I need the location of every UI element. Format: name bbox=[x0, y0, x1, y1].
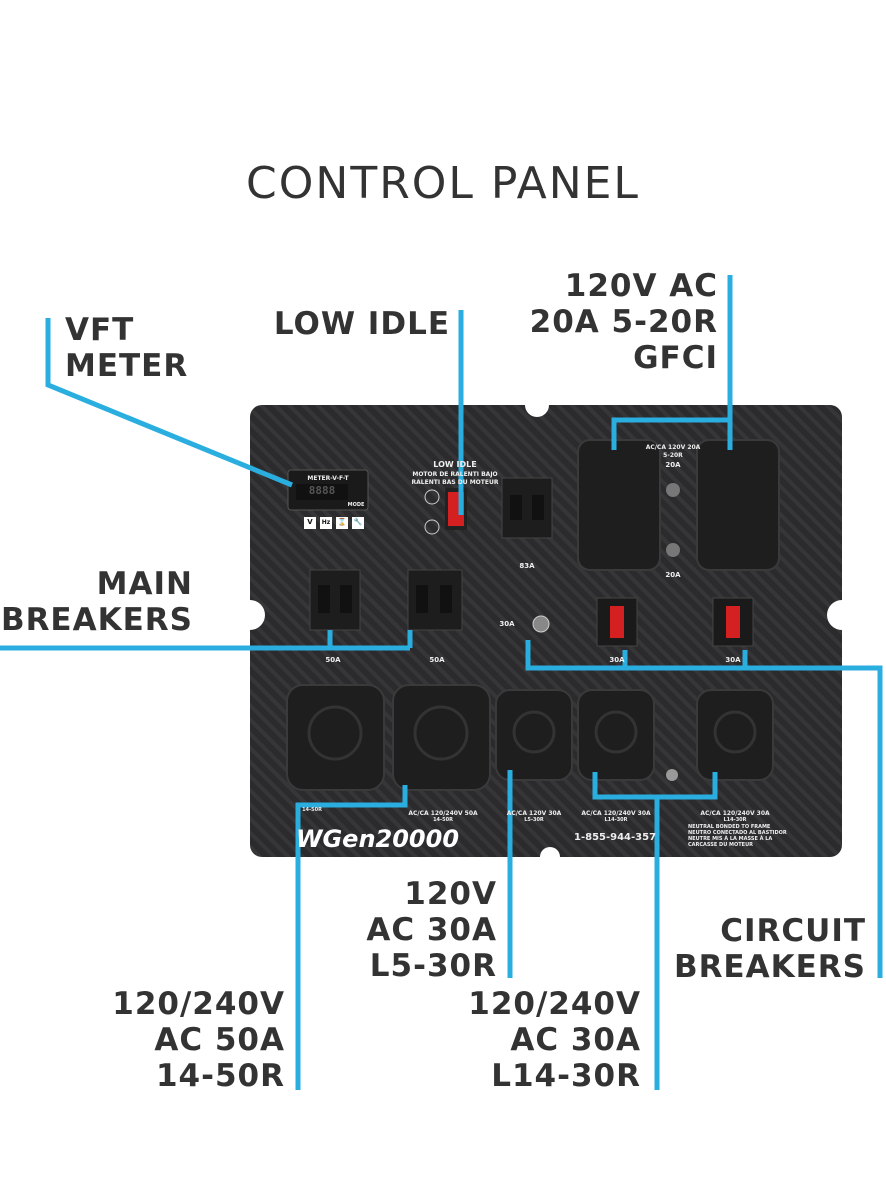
meter-mode: MODE bbox=[347, 502, 365, 508]
callout-line-1: 120V bbox=[404, 876, 497, 912]
callout-line-3: 14-50R bbox=[155, 1058, 285, 1094]
callout-main-breakers: MAIN BREAKERS bbox=[0, 566, 193, 638]
callout-circuit-breakers: CIRCUIT BREAKERS bbox=[620, 913, 866, 985]
meter-digits: 8888 bbox=[308, 484, 336, 497]
breaker-50a-left-label: 50A bbox=[325, 656, 341, 664]
low-idle-panel-label: LOW IDLE bbox=[433, 460, 477, 469]
callout-line-1: 120V AC bbox=[564, 268, 718, 304]
callout-14-50r: 120/240V AC 50A 14-50R bbox=[40, 986, 285, 1094]
outlet-14-50r-left bbox=[286, 684, 385, 791]
circuit-breaker-right-label: 30A bbox=[725, 656, 741, 664]
callout-line-1: LOW IDLE bbox=[273, 306, 450, 342]
gfci-outlet-right bbox=[696, 439, 780, 571]
meter-buttons bbox=[304, 517, 364, 529]
ground-terminal bbox=[666, 769, 678, 781]
callout-l5-30r: 120V AC 30A L5-30R bbox=[300, 876, 497, 984]
callout-line-2: AC 30A bbox=[510, 1022, 641, 1058]
outlet-3-sub: L5-30R bbox=[524, 817, 544, 823]
outlet-4-sub: L14-30R bbox=[604, 817, 628, 823]
meter-label: METER-V-F-T bbox=[307, 475, 349, 482]
diagram-title: CONTROL PANEL bbox=[246, 158, 640, 209]
callout-line-1: CIRCUIT bbox=[720, 913, 866, 949]
gfci-panel-sublabel: 5-20R bbox=[663, 452, 683, 459]
neutral-text-fr2: CARCASSE DU MOTEUR bbox=[688, 842, 753, 848]
callout-line-2: AC 50A bbox=[154, 1022, 285, 1058]
callout-vft-meter: VFT METER bbox=[65, 312, 188, 384]
breaker-30a-label: 30A bbox=[499, 620, 515, 628]
neutral-text-fr: NEUTRE MIS À LA MASSE À LA bbox=[688, 836, 773, 842]
callout-line-3: GFCI bbox=[633, 340, 718, 376]
callout-line-2: BREAKERS bbox=[0, 602, 193, 638]
breaker-30a-button bbox=[532, 615, 550, 633]
callout-line-1: 120/240V bbox=[468, 986, 641, 1022]
outlet-5-sub: L14-30R bbox=[723, 817, 747, 823]
outlet-4-label: AC/CA 120/240V 30A bbox=[581, 810, 651, 817]
gfci-20a-top: 20A bbox=[665, 461, 681, 469]
circuit-breaker-left-label: 30A bbox=[609, 656, 625, 664]
low-idle-panel-label-fr: RALENTI BAS DU MOTEUR bbox=[411, 479, 499, 486]
meter-button-maintenance[interactable]: 🔧 bbox=[353, 518, 363, 526]
callout-line-3: L14-30R bbox=[491, 1058, 641, 1094]
outlet-5-label: AC/CA 120/240V 30A bbox=[700, 810, 770, 817]
outlet-l14-30r-left bbox=[577, 689, 655, 781]
meter-button-hours[interactable]: ⌛ bbox=[337, 518, 347, 526]
low-idle-panel-label-es: MOTOR DE RALENTI BAJO bbox=[412, 471, 498, 478]
callout-line-1: 120/240V bbox=[112, 986, 285, 1022]
callout-line-2: BREAKERS bbox=[673, 949, 866, 985]
outlet-1-sub: 14-50R bbox=[302, 807, 322, 813]
neutral-bond-notice: NEUTRAL BONDED TO FRAME NEUTRO CONECTADO… bbox=[688, 824, 808, 848]
support-phone: 1-855-944-357 bbox=[574, 832, 657, 843]
neutral-text-es: NEUTRO CONECTADO AL BASTIDOR bbox=[688, 830, 787, 836]
breaker-83a-label: 83A bbox=[519, 562, 535, 570]
callout-gfci: 120V AC 20A 5-20R GFCI bbox=[450, 268, 718, 376]
gfci-outlet-left bbox=[577, 439, 661, 571]
callout-low-idle: LOW IDLE bbox=[200, 306, 450, 342]
gfci-panel-label: AC/CA 120V 20A bbox=[645, 444, 701, 451]
brand-logo: WGen20000 bbox=[296, 825, 460, 853]
breaker-50a-right-label: 50A bbox=[429, 656, 445, 664]
outlet-14-50r-right bbox=[392, 684, 491, 791]
callout-line-3: L5-30R bbox=[369, 948, 497, 984]
outlet-2-label: AC/CA 120/240V 50A bbox=[408, 810, 478, 817]
callout-line-2: AC 30A bbox=[366, 912, 497, 948]
outlet-l5-30r bbox=[495, 689, 573, 781]
neutral-text-en: NEUTRAL BONDED TO FRAME bbox=[688, 824, 771, 830]
outlet-2-sub: 14-50R bbox=[433, 817, 453, 823]
callout-line-1: VFT bbox=[65, 312, 135, 348]
callout-line-1: MAIN bbox=[96, 566, 193, 602]
outlet-l14-30r-right bbox=[696, 689, 774, 781]
meter-button-hz[interactable]: Hz bbox=[321, 519, 331, 526]
outlet-3-label: AC/CA 120V 30A bbox=[506, 810, 562, 817]
callout-line-2: 20A 5-20R bbox=[529, 304, 718, 340]
callout-l14-30r: 120/240V AC 30A L14-30R bbox=[400, 986, 641, 1094]
main-breaker-83a bbox=[501, 477, 553, 539]
main-breaker-50a-left bbox=[309, 569, 361, 631]
gfci-20a-bottom: 20A bbox=[665, 571, 681, 579]
callout-lines bbox=[0, 275, 883, 1090]
callout-line-2: METER bbox=[65, 348, 189, 384]
meter-button-v[interactable]: V bbox=[307, 518, 313, 526]
